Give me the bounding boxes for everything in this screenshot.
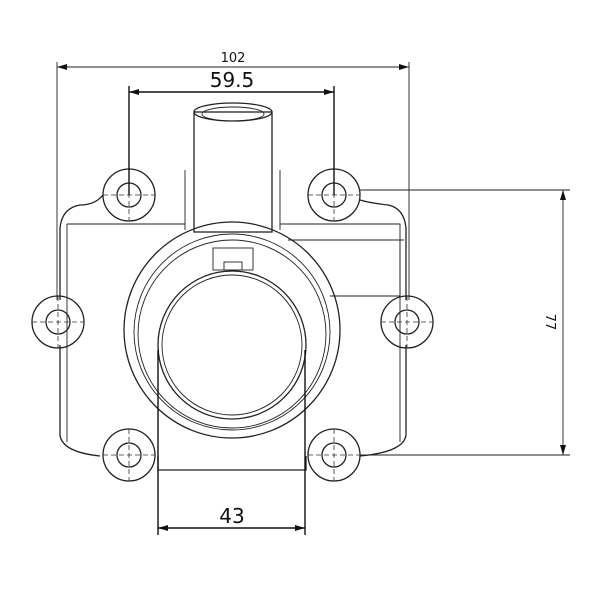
- dimension-label-102: 102: [221, 51, 246, 66]
- dimension-height: 77: [360, 189, 570, 456]
- bolt-hole-mid-left: [31, 295, 85, 349]
- dimension-bolt-spacing: 59.5: [128, 68, 335, 195]
- dimension-label-77: 77: [542, 314, 557, 331]
- outlet-tube: [193, 102, 273, 233]
- dimension-label-43: 43: [219, 504, 244, 528]
- flange-outline: [59, 170, 407, 471]
- dimension-label-59-5: 59.5: [210, 68, 255, 92]
- bolt-hole-bottom-left: [102, 428, 156, 482]
- dimension-overall-width: 102: [56, 51, 410, 300]
- intake-bore: [123, 221, 341, 439]
- bolt-hole-bottom-right: [307, 428, 361, 482]
- bolt-holes: [31, 168, 434, 482]
- bolt-hole-mid-right: [380, 295, 434, 349]
- dimension-bore-diameter: 43: [157, 350, 306, 535]
